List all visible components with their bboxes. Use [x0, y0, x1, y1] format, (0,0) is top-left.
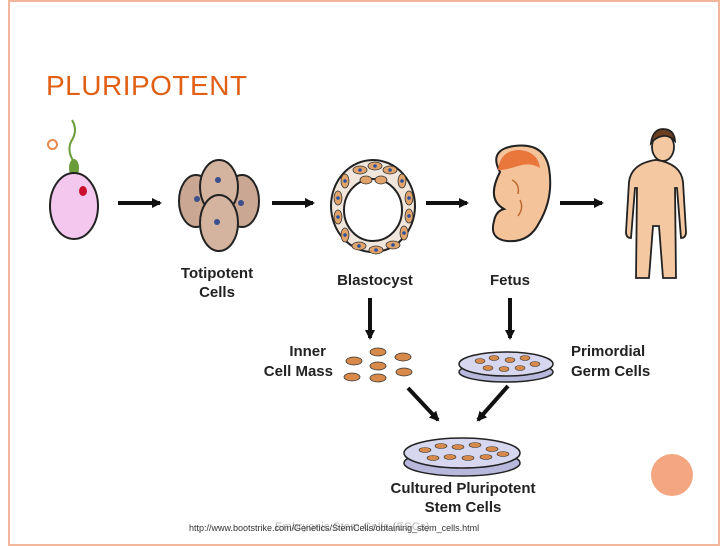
- blastocyst-icon: [330, 159, 416, 255]
- frame-right-border: [718, 0, 720, 546]
- label-primordial-line1: Primordial: [571, 343, 645, 360]
- frame-bottom-border: [8, 544, 720, 546]
- inner-cell-mass-icon: [343, 347, 413, 383]
- source-credit-link[interactable]: http://www.bootstrike.com/Genetics/StemC…: [189, 523, 480, 533]
- label-cultured-line2: Stem Cells: [425, 499, 502, 516]
- primordial-germ-cells-dish-icon: [458, 351, 554, 383]
- egg-with-sperm-icon: [49, 119, 99, 240]
- frame-top-border: [8, 0, 720, 2]
- slide-title: PLURIPOTENT: [46, 70, 248, 101]
- adult-human-icon: [625, 128, 687, 279]
- label-fetus: Fetus: [490, 272, 530, 289]
- label-blastocyst: Blastocyst: [337, 272, 413, 289]
- fetus-icon: [491, 144, 552, 243]
- label-primordial-line2: Germ Cells: [571, 363, 650, 380]
- ghost-caption: Embryonic Stem Cells (ESCs): [275, 521, 430, 533]
- label-inner-cell-mass-line1: Inner: [289, 343, 326, 360]
- arrow-inner-mass-to-cultured: [406, 386, 440, 422]
- bullet-icon: [47, 139, 58, 150]
- label-inner-cell-mass-line2: Cell Mass: [264, 363, 333, 380]
- decorative-circle: [651, 454, 693, 496]
- cultured-stem-cells-dish-icon: [403, 437, 521, 477]
- label-totipotent-line2: Cells: [199, 284, 235, 301]
- arrow-primordial-to-cultured: [476, 384, 510, 422]
- label-totipotent-line1: Totipotent: [181, 265, 253, 282]
- frame-left-border: [8, 0, 10, 546]
- label-cultured-line1: Cultured Pluripotent: [391, 480, 536, 497]
- totipotent-cells-icon: [178, 159, 260, 252]
